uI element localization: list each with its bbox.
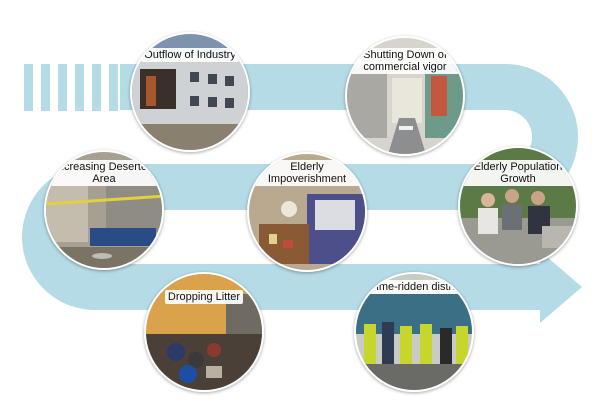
label-elderly-population-growth: Elderly Population Growth <box>460 160 576 186</box>
node-dropping-litter: Dropping Litter <box>144 272 264 392</box>
label-dropping-litter: Dropping Litter <box>146 290 262 304</box>
arrow-head <box>540 251 582 323</box>
start-dash-bars <box>24 64 118 111</box>
label-elderly-impoverishment: Elderly Impoverishment <box>249 160 365 186</box>
node-outflow-of-industry: Outflow of Industry <box>130 32 250 152</box>
label-crime-ridden-district: Crime-ridden district <box>356 280 472 294</box>
node-shutting-down: Shutting Down of commercial vigor <box>345 36 465 156</box>
node-increasing-deserted-area: Increasing Deserted Area <box>44 150 164 270</box>
label-shutting-down: Shutting Down of commercial vigor <box>347 48 463 74</box>
label-outflow-of-industry: Outflow of Industry <box>132 48 248 62</box>
node-crime-ridden-district: Crime-ridden district <box>354 272 474 392</box>
node-elderly-population-growth: Elderly Population Growth <box>458 146 578 266</box>
node-elderly-impoverishment: Elderly Impoverishment <box>247 152 367 272</box>
label-increasing-deserted-area: Increasing Deserted Area <box>46 160 162 186</box>
